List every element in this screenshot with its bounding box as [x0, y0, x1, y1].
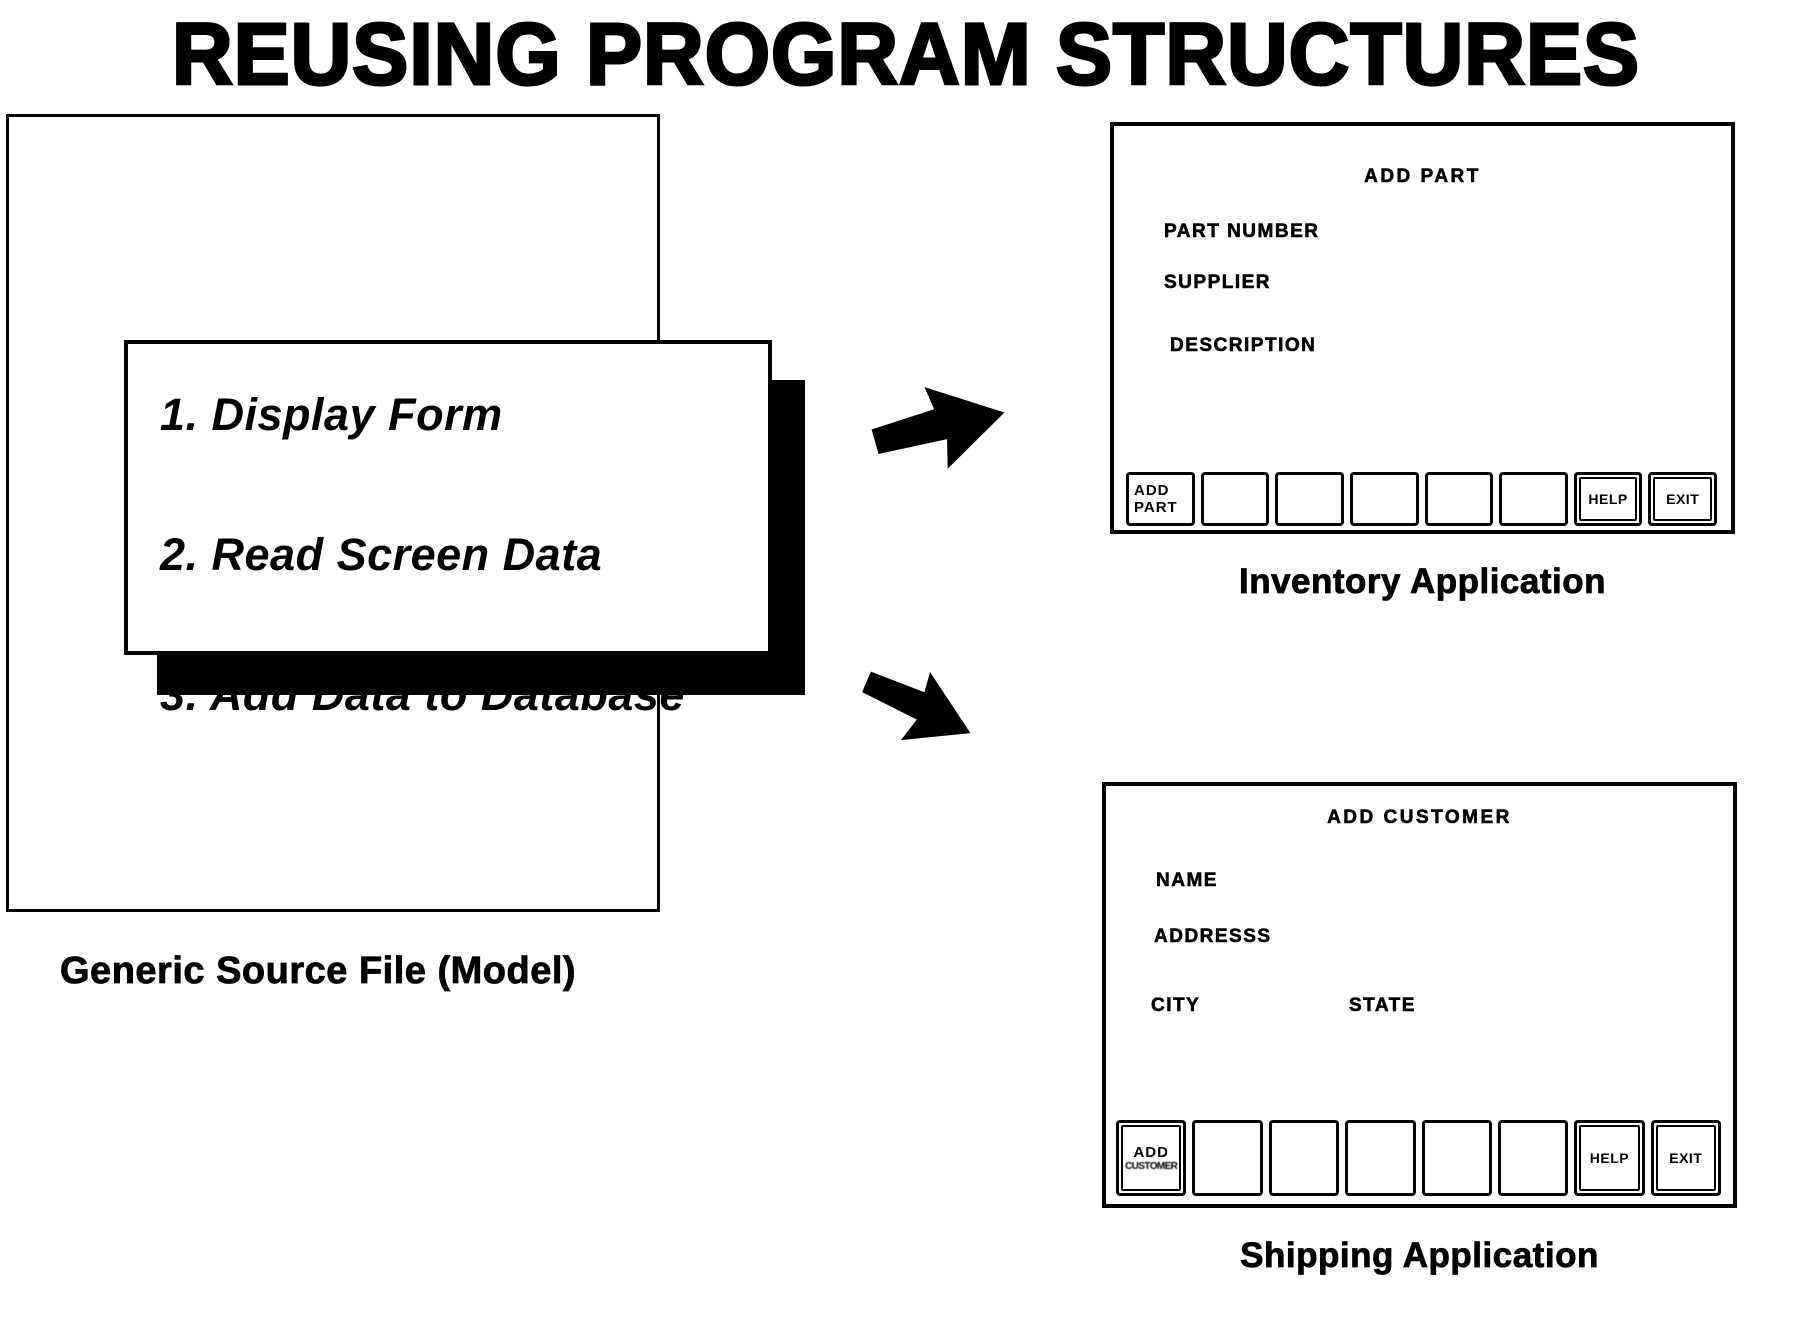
field-label-part-number: PART NUMBER — [1164, 221, 1320, 243]
fkey-add-customer-line2: CUSTOMER — [1125, 1161, 1178, 1172]
fkey-exit: EXIT — [1648, 472, 1717, 526]
fkey-add-part: ADD PART — [1126, 472, 1195, 526]
fkey-blank — [1268, 1120, 1340, 1196]
fkey-blank — [1275, 472, 1344, 526]
model-step-2: 2. Read Screen Data — [160, 529, 603, 580]
flow-arrow-bottom-icon — [862, 671, 971, 741]
fkey-exit-label: EXIT — [1669, 1149, 1703, 1166]
fkey-add-customer-line1: ADD — [1133, 1144, 1169, 1161]
fkey-help: HELP — [1574, 1120, 1645, 1196]
fkey-add-part-line2: PART — [1134, 499, 1178, 516]
fkey-add-part-line1: ADD — [1134, 482, 1170, 499]
field-label-city: CITY — [1151, 995, 1201, 1017]
shipping-screen: ADD CUSTOMER NAME ADDRESSS CITY STATE AD… — [1102, 782, 1737, 1208]
fkey-blank — [1349, 472, 1419, 526]
inventory-caption: Inventory Application — [1238, 562, 1606, 602]
shipping-function-key-row: ADD CUSTOMER HELP EXIT — [1116, 1120, 1721, 1196]
model-steps-card: 1. Display Form 2. Read Screen Data 3. A… — [124, 340, 772, 720]
field-label-state: STATE — [1349, 995, 1416, 1017]
shipping-caption: Shipping Application — [1240, 1236, 1599, 1276]
fkey-add-customer: ADD CUSTOMER — [1116, 1120, 1187, 1196]
fkey-help: HELP — [1573, 472, 1643, 526]
flow-arrow-top-icon — [871, 387, 1005, 469]
fkey-blank — [1200, 472, 1270, 526]
fkey-exit-label: EXIT — [1666, 490, 1700, 507]
inventory-screen-title: ADD PART — [1364, 166, 1481, 188]
diagram-title: REUSING PROGRAM STRUCTURES — [170, 4, 1641, 103]
fkey-blank — [1497, 1120, 1569, 1196]
model-step-1: 1. Display Form — [160, 389, 503, 440]
fkey-help-label: HELP — [1588, 490, 1628, 507]
model-caption: Generic Source File (Model) — [60, 950, 577, 993]
field-label-description: DESCRIPTION — [1170, 335, 1317, 357]
shipping-screen-title: ADD CUSTOMER — [1327, 807, 1512, 829]
model-step-3: 3. Add Data to Database — [160, 669, 685, 720]
field-label-name: NAME — [1156, 870, 1218, 892]
fkey-blank — [1345, 1120, 1416, 1196]
fkey-blank — [1424, 472, 1494, 526]
field-label-address: ADDRESSS — [1154, 926, 1272, 948]
fkey-blank — [1192, 1120, 1263, 1196]
fkey-blank — [1499, 472, 1568, 526]
fkey-help-label: HELP — [1589, 1149, 1630, 1166]
fkey-exit: EXIT — [1650, 1120, 1721, 1196]
fkey-blank — [1421, 1120, 1492, 1196]
inventory-function-key-row: ADD PART HELP EXIT — [1126, 472, 1717, 526]
field-label-supplier: SUPPLIER — [1164, 272, 1272, 294]
inventory-screen: ADD PART PART NUMBER SUPPLIER DESCRIPTIO… — [1110, 122, 1735, 534]
